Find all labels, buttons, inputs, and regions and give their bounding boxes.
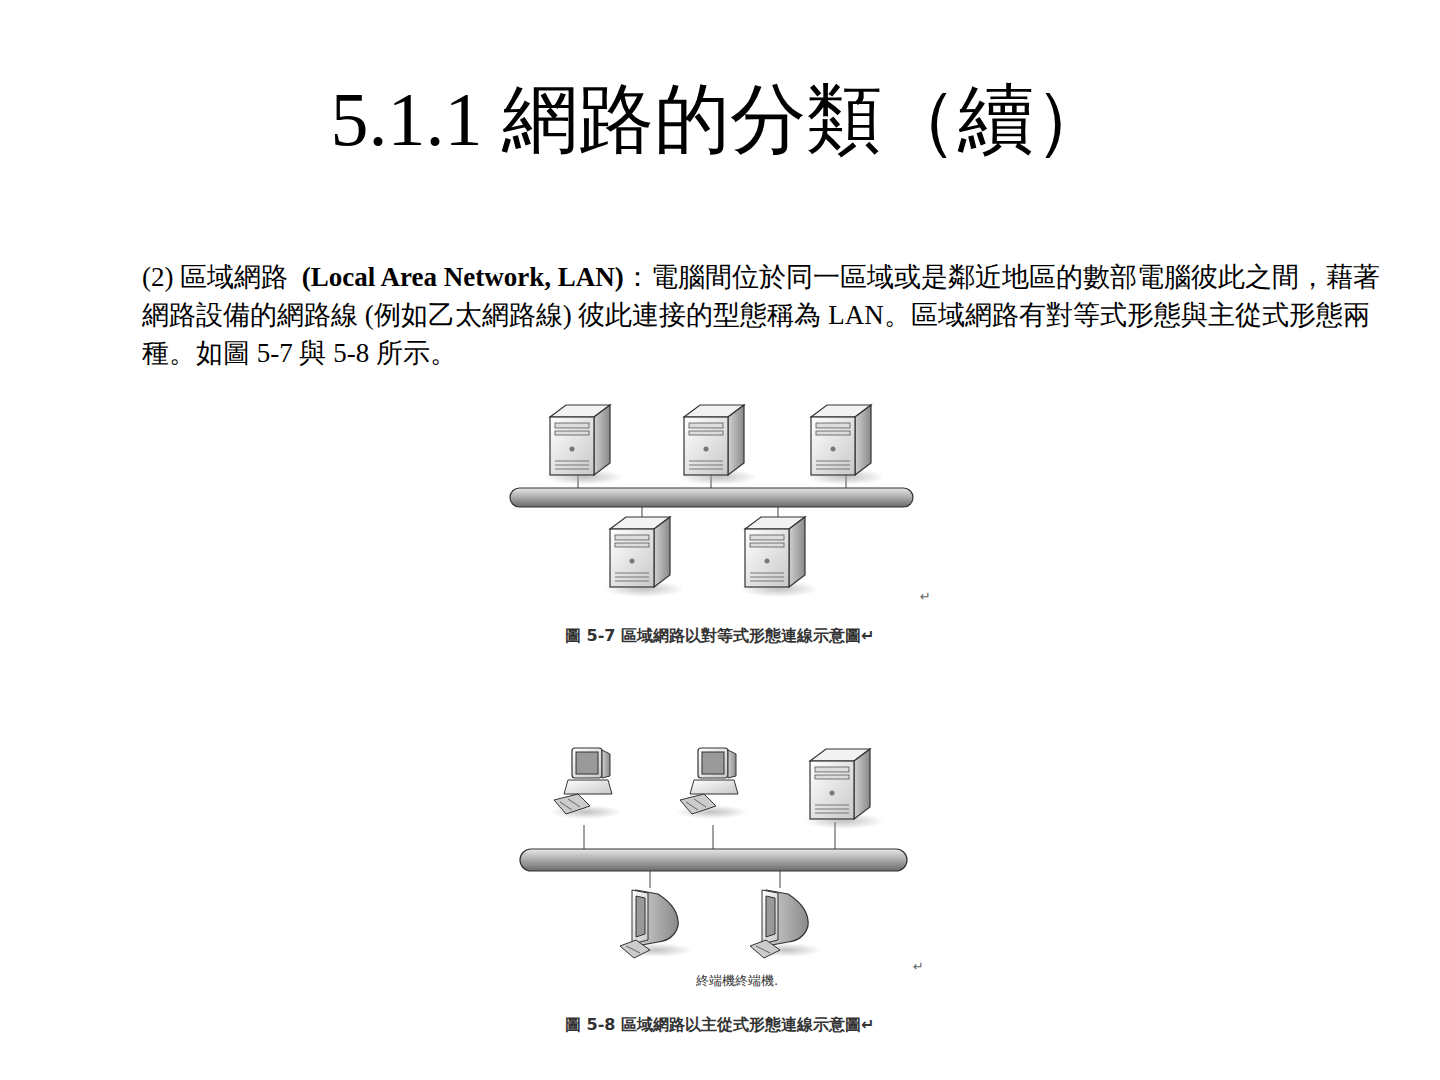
terminal-label: 終端機終端機. (696, 972, 778, 990)
server-icon (604, 517, 684, 597)
server-icon (544, 405, 624, 485)
server-icon (678, 405, 758, 485)
client-computer-icon (676, 748, 748, 819)
return-mark: ↵ (920, 589, 931, 604)
bus-cable (520, 822, 907, 888)
figure-caption: 圖 5-8 區域網路以主從式形態連線示意圖↵ (565, 1015, 874, 1036)
figure-caption: 圖 5-7 區域網路以對等式形態連線示意圖↵ (565, 626, 874, 647)
terminal-icon (620, 890, 692, 958)
term-english: (Local Area Network, LAN) (302, 262, 624, 292)
terminal-icon (750, 890, 822, 958)
return-mark: ↵ (913, 959, 924, 974)
server-icon (739, 517, 819, 597)
slide-title: 5.1.1 網路的分類（續） (0, 78, 1440, 162)
item-heading: (2) 區域網路 (142, 262, 288, 292)
client-computer-icon (550, 748, 622, 819)
server-icon (804, 749, 884, 829)
server-icon (805, 405, 885, 485)
body-paragraph: (2) 區域網路 (Local Area Network, LAN)：電腦間位於… (142, 258, 1392, 372)
